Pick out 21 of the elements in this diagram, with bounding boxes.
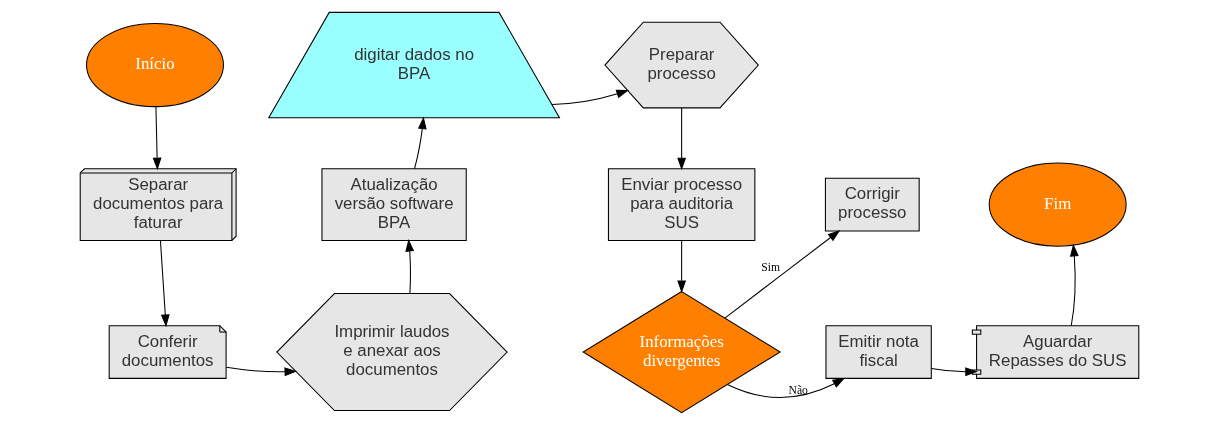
arrow (677, 239, 687, 294)
node-diamond: Informações divergentes (582, 290, 782, 414)
arrow (726, 377, 846, 398)
node-box: Corrigir processo (824, 177, 920, 232)
arrow (677, 107, 687, 171)
arrow (1069, 243, 1079, 327)
node-ellipse: Início (86, 22, 224, 108)
edge-label: Não (788, 383, 808, 397)
arrow (159, 239, 170, 328)
arrow (724, 230, 841, 319)
node-ellipse: Fim (988, 162, 1127, 247)
arrow (405, 238, 415, 294)
edge-label: Sim (761, 261, 781, 275)
node-box: Atualização versão software BPA (321, 168, 467, 241)
node-box: Emitir nota fiscal (825, 325, 932, 379)
arrow (551, 89, 629, 105)
node-box: Enviar processo para auditoria SUS (607, 168, 756, 241)
arrow (225, 366, 298, 377)
arrow (414, 116, 427, 170)
arrow (152, 106, 162, 171)
arrow (930, 367, 978, 377)
